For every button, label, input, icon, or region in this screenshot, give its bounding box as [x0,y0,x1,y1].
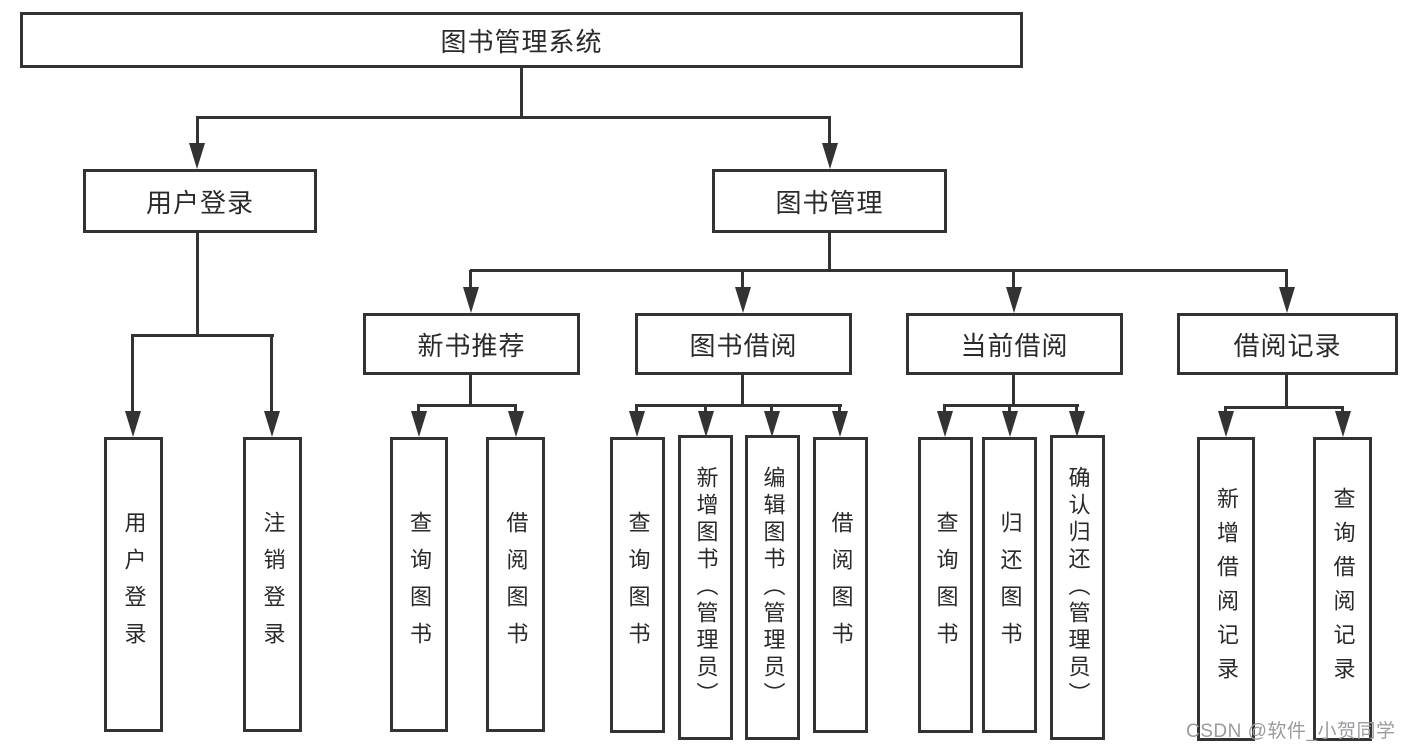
arrow-down-icon [629,411,645,437]
node-book-borrowing: 图书借阅 [635,313,852,375]
node-user-login: 用户登录 [83,169,317,233]
connector-root-stem [520,68,523,119]
connector-stem [828,117,831,145]
connector-stem [635,405,638,413]
leaf-logout: 注销登录 [243,437,302,732]
arrow-down-icon [125,411,141,437]
connector-stem [704,405,707,413]
arrow-down-icon [463,287,479,313]
arrow-down-icon [508,411,524,437]
connector-bar [1224,406,1344,409]
connector-stem [196,117,199,145]
arrow-down-icon [189,143,205,169]
connector-level2-bar [470,269,1288,272]
connector-stem [196,233,199,337]
node-library-system: 图书管理系统 [20,12,1023,68]
leaf-add-borrow-record: 新增借阅记录 [1197,437,1255,741]
connector-stem [741,375,744,407]
arrow-down-icon [1002,411,1018,437]
arrow-down-icon [822,143,838,169]
connector-stem [838,405,841,413]
connector-stem [1285,375,1288,409]
arrow-down-icon [1069,411,1085,437]
arrow-down-icon [1218,411,1234,437]
node-book-management: 图书管理 [712,169,947,233]
connector-bar [417,404,517,407]
connector-stem [1008,405,1011,413]
connector-stem [131,335,134,413]
leaf-return-books: 归还图书 [982,437,1037,733]
connector-stem [1075,405,1078,413]
leaf-query-books-recommend: 查询图书 [390,437,448,732]
arrow-down-icon [1279,287,1295,313]
connector-stem [1224,407,1227,413]
arrow-down-icon [937,411,953,437]
arrow-down-icon [1335,411,1351,437]
leaf-edit-books-admin: 编辑图书（管理员） [745,435,800,740]
leaf-query-books-borrowing: 查询图书 [610,437,665,733]
connector-level1-bar [196,116,831,119]
arrow-down-icon [698,411,714,437]
connector-bar [635,404,842,407]
connector-stem [417,405,420,413]
connector-stem [1012,270,1015,289]
leaf-confirm-return-admin: 确认归还（管理员） [1050,435,1105,740]
leaf-query-borrow-record: 查询借阅记录 [1313,437,1372,741]
leaf-query-books-current: 查询图书 [918,437,973,733]
connector-bar [943,404,1079,407]
arrow-down-icon [264,411,280,437]
arrow-down-icon [832,411,848,437]
node-borrowing-records: 借阅记录 [1177,313,1398,375]
node-current-borrowing: 当前借阅 [906,313,1123,375]
arrow-down-icon [1006,287,1022,313]
arrow-down-icon [735,287,751,313]
connector-stem [770,405,773,413]
connector-bar [131,334,274,337]
connector-stem [469,375,472,407]
leaf-user-login: 用户登录 [104,437,163,732]
leaf-borrow-books: 借阅图书 [813,437,868,733]
arrow-down-icon [764,411,780,437]
csdn-watermark: CSDN @软件_小贺同学 [1186,721,1396,742]
leaf-borrow-books-recommend: 借阅图书 [486,437,545,732]
connector-stem [1285,270,1288,289]
connector-stem [828,233,831,272]
connector-stem [270,335,273,413]
connector-stem [943,405,946,413]
node-new-book-recommend: 新书推荐 [363,313,580,375]
connector-stem [514,405,517,413]
leaf-add-books-admin: 新增图书（管理员） [678,435,733,740]
connector-stem [1341,407,1344,413]
connector-stem [1012,375,1015,407]
connector-stem [741,270,744,289]
arrow-down-icon [411,411,427,437]
connector-stem [469,270,472,289]
